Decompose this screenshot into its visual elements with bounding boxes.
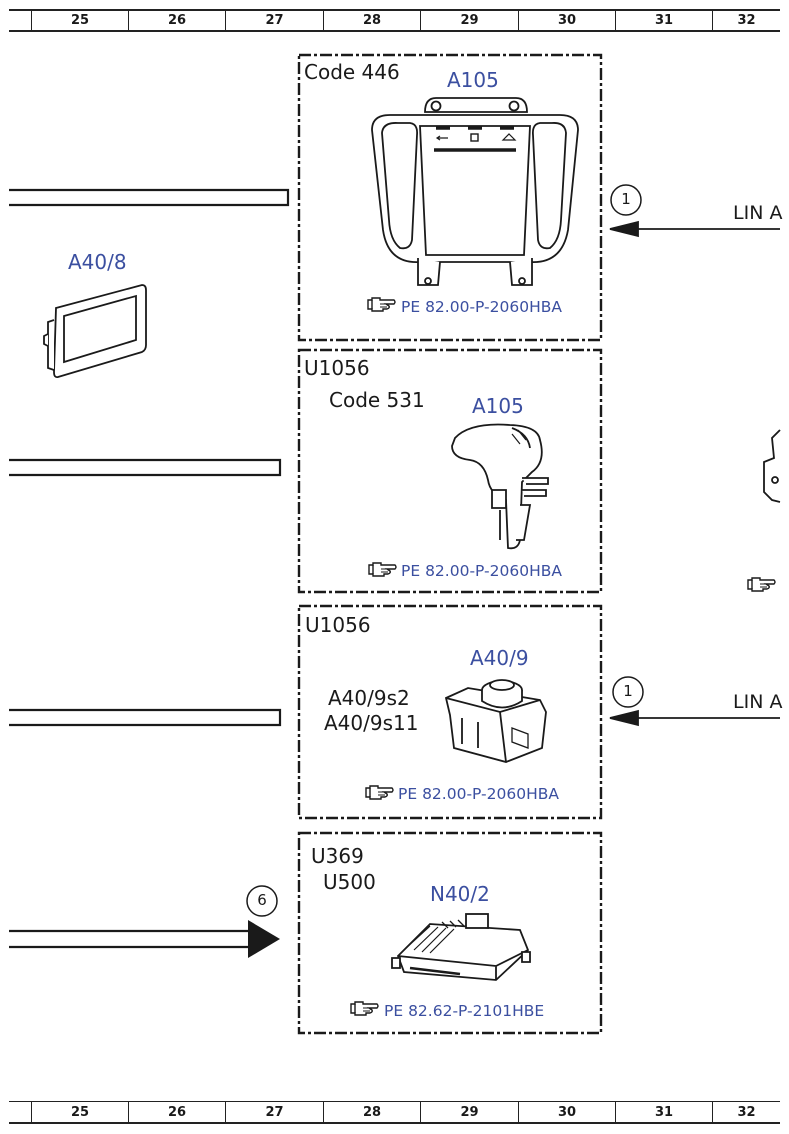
ruler-cell: 29	[420, 1102, 518, 1122]
column-ruler-top: 25 26 27 28 29 30 31 32	[9, 9, 780, 32]
block-3-sublabel-1: A40/9s2	[328, 686, 410, 710]
ruler-cell: 29	[420, 11, 518, 30]
ruler-cell: 26	[128, 1102, 225, 1122]
block-1-component-label: A105	[447, 68, 499, 92]
connection-number-6: 6	[257, 891, 267, 909]
reference-hand-icon-1	[367, 297, 396, 312]
block-4-code-primary: U369	[311, 844, 364, 868]
component-box-3	[297, 604, 603, 820]
block-4-component-label: N40/2	[430, 882, 490, 906]
block-3-component-label: A40/9	[470, 646, 529, 670]
reference-hand-icon-4	[350, 1001, 379, 1016]
harness-bar-1	[9, 188, 290, 207]
block-4-code-secondary: U500	[323, 870, 376, 894]
block-3-code: U1056	[305, 613, 371, 637]
ruler-cell: 26	[128, 11, 225, 30]
connection-circle-1	[610, 184, 642, 216]
display-drawing	[43, 284, 147, 379]
ruler-cell: 31	[615, 11, 712, 30]
ruler-cell: 30	[518, 11, 615, 30]
ruler-cell: 31	[615, 1102, 712, 1122]
overhead-panel-drawing	[371, 97, 579, 286]
connection-circle-6	[246, 885, 278, 917]
block-1-code: Code 446	[304, 60, 400, 84]
connection-label-lin-1: LIN A	[733, 202, 783, 224]
harness-bar-2	[9, 458, 282, 477]
ruler-cell: 32	[712, 11, 780, 30]
component-box-2	[297, 348, 603, 594]
ruler-cell: 28	[323, 11, 420, 30]
block-2-code-secondary: Code 531	[329, 388, 425, 412]
reference-hand-icon-5	[747, 577, 776, 592]
block-4-reference: PE 82.62-P-2101HBE	[384, 1002, 545, 1020]
ruler-cell: 32	[712, 1102, 780, 1122]
arrow-head-lin-1	[609, 220, 639, 238]
column-ruler-bottom: 25 26 27 28 29 30 31 32	[9, 1101, 780, 1124]
block-3-sublabel-2: A40/9s11	[324, 711, 419, 735]
ruler-cell: 25	[31, 11, 128, 30]
reference-hand-icon-2	[368, 562, 397, 577]
partial-lever-drawing	[763, 429, 781, 503]
component-box-1	[297, 53, 603, 342]
rotary-controller-drawing	[444, 679, 547, 763]
harness-bar-3	[9, 708, 282, 727]
connection-number-2: 1	[623, 682, 633, 700]
control-unit-drawing	[391, 913, 531, 981]
arrow-head-6	[248, 920, 280, 958]
ruler-cell: 30	[518, 1102, 615, 1122]
ruler-cell: 27	[225, 11, 323, 30]
block-2-reference: PE 82.00-P-2060HBA	[401, 562, 562, 580]
ruler-cell: 28	[323, 1102, 420, 1122]
block-2-code-primary: U1056	[304, 356, 370, 380]
block-3-reference: PE 82.00-P-2060HBA	[398, 785, 559, 803]
ruler-cell: 27	[225, 1102, 323, 1122]
block-2-component-label: A105	[472, 394, 524, 418]
ruler-cell: 25	[31, 1102, 128, 1122]
block-1-reference: PE 82.00-P-2060HBA	[401, 298, 562, 316]
component-box-4	[297, 831, 603, 1035]
connection-label-lin-2: LIN A	[733, 691, 783, 713]
reference-hand-icon-3	[365, 785, 394, 800]
arrow-head-lin-2	[609, 709, 639, 727]
connection-number-1: 1	[621, 190, 631, 208]
connection-circle-2	[612, 676, 644, 708]
left-component-label: A40/8	[68, 250, 127, 274]
harness-bar-4	[9, 929, 250, 949]
selector-lever-drawing	[451, 423, 549, 550]
